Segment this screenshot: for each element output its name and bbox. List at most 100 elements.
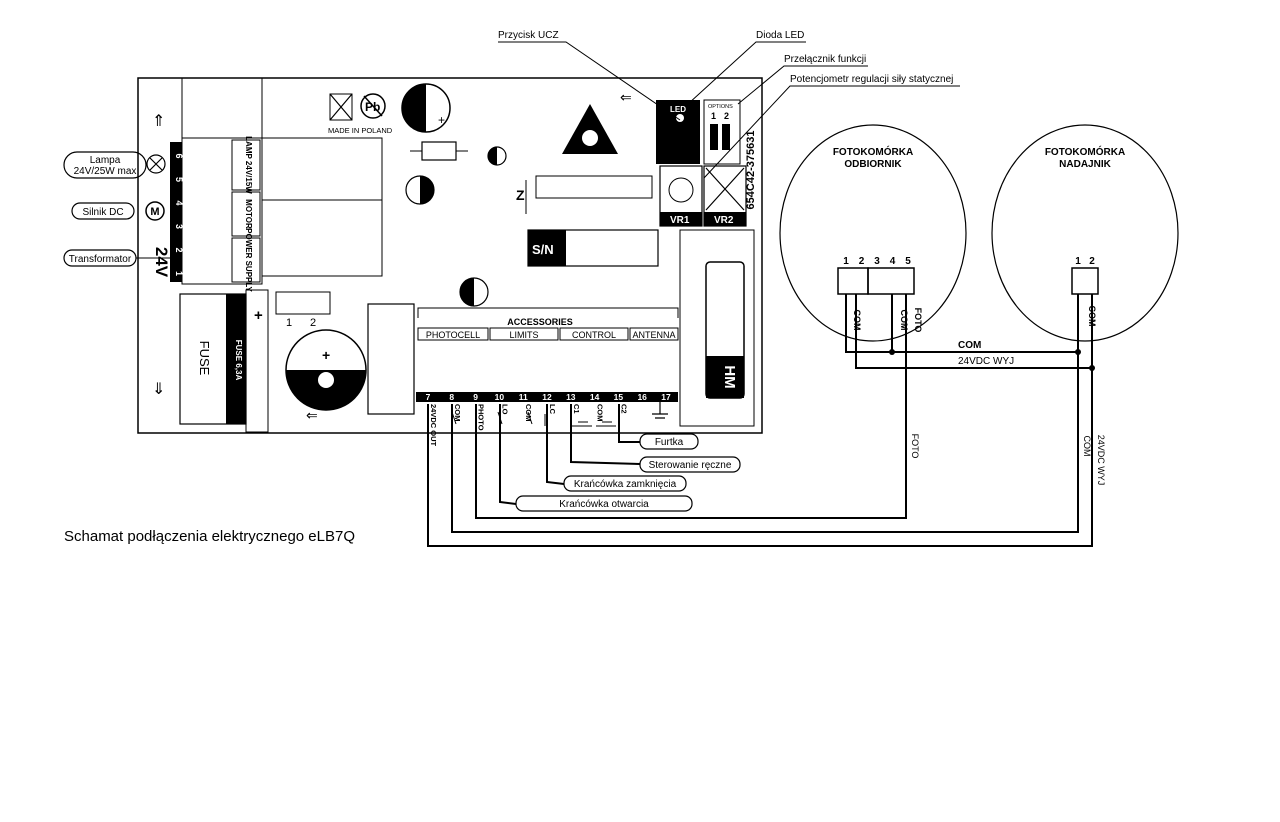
hm-module: [679, 229, 755, 427]
receiver-subtitle: ODBIORNIK: [844, 159, 902, 170]
dip-1: 1: [286, 317, 292, 329]
transmitter-pin: 2: [1089, 256, 1095, 267]
receiver-pin: 4: [890, 256, 896, 267]
terminal-function-label: 24VDC OUT: [429, 404, 438, 447]
power-block-label: POWER SUPPLY: [244, 228, 253, 292]
junction-2: [1075, 349, 1081, 355]
options-label: OPTIONS: [708, 104, 733, 110]
sn-tag: [528, 230, 566, 266]
receiver-photocell: [779, 124, 967, 342]
wire-foto-to-t9: [475, 294, 907, 519]
fuse-holder: [245, 289, 269, 433]
receiver-pin: 2: [859, 256, 865, 267]
wire-24v-bus: [855, 294, 1092, 369]
terminal-function-label: C1: [572, 404, 581, 414]
wire-furtka: [618, 404, 640, 443]
lamp-block-frame: [231, 139, 261, 191]
receiver-pin: 5: [905, 256, 911, 267]
vr1-knob: [668, 177, 694, 203]
bottom-terminal-number: 15: [614, 392, 624, 402]
relay-mid: [261, 137, 383, 201]
option-1: 1: [711, 111, 716, 121]
junction-1: [889, 349, 895, 355]
capacitor-top-fill: [402, 84, 426, 132]
receiver-title: FOTOKOMÓRKA: [833, 145, 913, 158]
left-terminal-number: 3: [174, 224, 184, 229]
capacitor-top-plus: +: [438, 113, 445, 127]
receiver-terminal-b: [867, 267, 915, 295]
antenna-label: ANTENNA: [632, 330, 675, 340]
bottom-terminal-number: 12: [542, 392, 552, 402]
photocell-group: [417, 327, 489, 341]
lamp-spec: 24V/25W max: [74, 166, 137, 177]
relay-top: [181, 78, 263, 139]
pushbutton-symbols: [572, 421, 616, 427]
terminal-function-label: LO: [500, 404, 509, 415]
bottom-terminal-number: 10: [495, 392, 505, 402]
motor-block-frame: [231, 191, 261, 237]
wire-open-limit: [499, 404, 517, 505]
vr1-tag: [660, 212, 702, 226]
terminal-function-label: COM: [453, 404, 462, 422]
sn-label: S/N: [532, 242, 554, 257]
wire-24v-to-t7: [427, 294, 1093, 547]
made-in: MADE IN POLAND: [328, 126, 393, 135]
arrow-up: ⇑: [152, 113, 165, 130]
pb-slash-icon: [363, 95, 383, 117]
bottom-terminal-number: 11: [519, 392, 528, 402]
vdc-wire-label: 24VDC WYJ: [1096, 435, 1106, 486]
big-capacitor-plus: +: [322, 347, 330, 363]
lamp-cross-icon: [149, 157, 163, 171]
transformer-name: Transformator: [69, 254, 132, 265]
arrow-down: ⇓: [152, 381, 165, 398]
cap-small-1-fill: [488, 147, 497, 165]
dip-2: 2: [310, 317, 316, 329]
option-2: 2: [724, 111, 729, 121]
motor-label-box: [71, 202, 135, 220]
ucz-button: [656, 100, 700, 164]
furtka-label: Furtka: [655, 437, 684, 448]
accessories-label: ACCESSORIES: [507, 317, 573, 327]
wire-manual: [570, 404, 641, 465]
transmitter-subtitle: NADAJNIK: [1059, 159, 1111, 170]
board-voltage: 24V: [152, 247, 171, 278]
receiver-pin: 1: [843, 256, 849, 267]
rx-foto: FOTO: [913, 308, 923, 333]
motor-block-label: MOTOR: [244, 199, 253, 229]
accessories-bracket: [417, 307, 679, 318]
close-limit-label: Krańcówka zamknięcia: [574, 479, 677, 490]
vdc-bus-label: 24VDC WYJ: [958, 356, 1014, 367]
com-bus-label: COM: [958, 340, 981, 351]
terminal-function-label: COM: [596, 404, 605, 422]
left-terminal-number: 4: [174, 200, 184, 205]
option-2-lever: [722, 124, 730, 150]
bottom-terminal-number: 16: [637, 392, 647, 402]
fuse-strip: [226, 294, 246, 424]
lamp-name: Lampa: [90, 155, 121, 166]
callout-switch-line: [737, 65, 868, 105]
vr2-cross-icon: [705, 167, 745, 211]
left-terminal-number: 6: [174, 153, 184, 158]
vr2-label: VR2: [714, 215, 734, 226]
motor-symbol: M: [150, 206, 159, 218]
motor-name: Silnik DC: [82, 207, 123, 218]
pb-free-icon: [360, 93, 386, 119]
close-limit-box: [563, 475, 687, 492]
z-label: Z: [516, 187, 525, 203]
left-terminal-number: 2: [174, 247, 184, 252]
receiver-pin: 3: [874, 256, 880, 267]
lamp-label-box: [63, 151, 147, 179]
transmitter-pin: 1: [1075, 256, 1081, 267]
big-capacitor-fill: [286, 370, 366, 410]
terminal-strip-left: [170, 142, 182, 282]
cap-small-3-fill: [460, 278, 474, 306]
microcontroller: [535, 175, 653, 199]
junction-3: [1089, 365, 1095, 371]
weee-icon: [329, 93, 353, 121]
coil: [367, 303, 415, 415]
relay-low: [261, 199, 383, 277]
led-dot: [676, 114, 684, 122]
manual-label: Sterowanie ręczne: [649, 460, 732, 471]
terminal-function-label: LC: [548, 404, 557, 415]
